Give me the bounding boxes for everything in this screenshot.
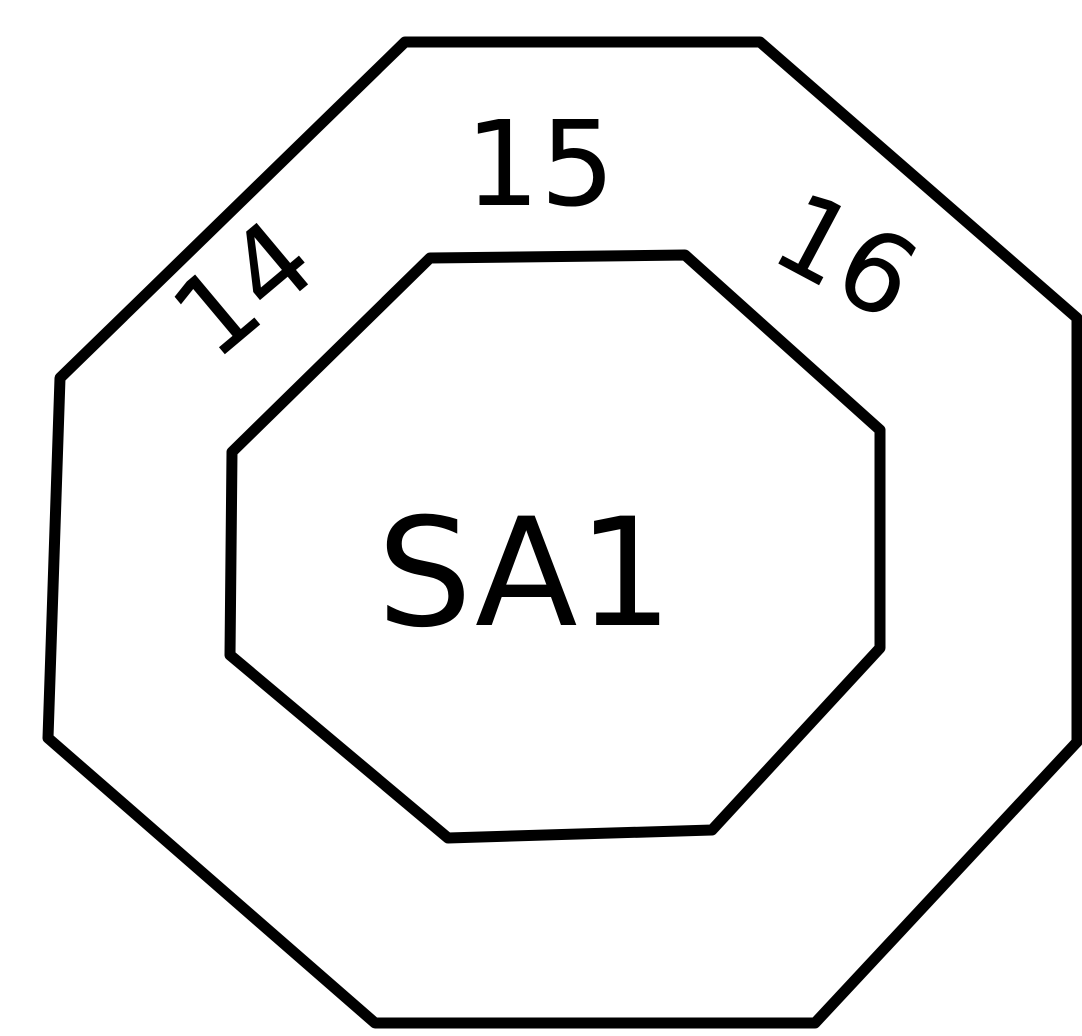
inner-octagon	[224, 249, 886, 844]
label-sa1: SA1	[377, 487, 673, 661]
outer-octagon	[42, 36, 1082, 1029]
label-15: 15	[465, 95, 615, 233]
label-14: 14	[149, 195, 339, 383]
label-16: 16	[754, 167, 938, 346]
